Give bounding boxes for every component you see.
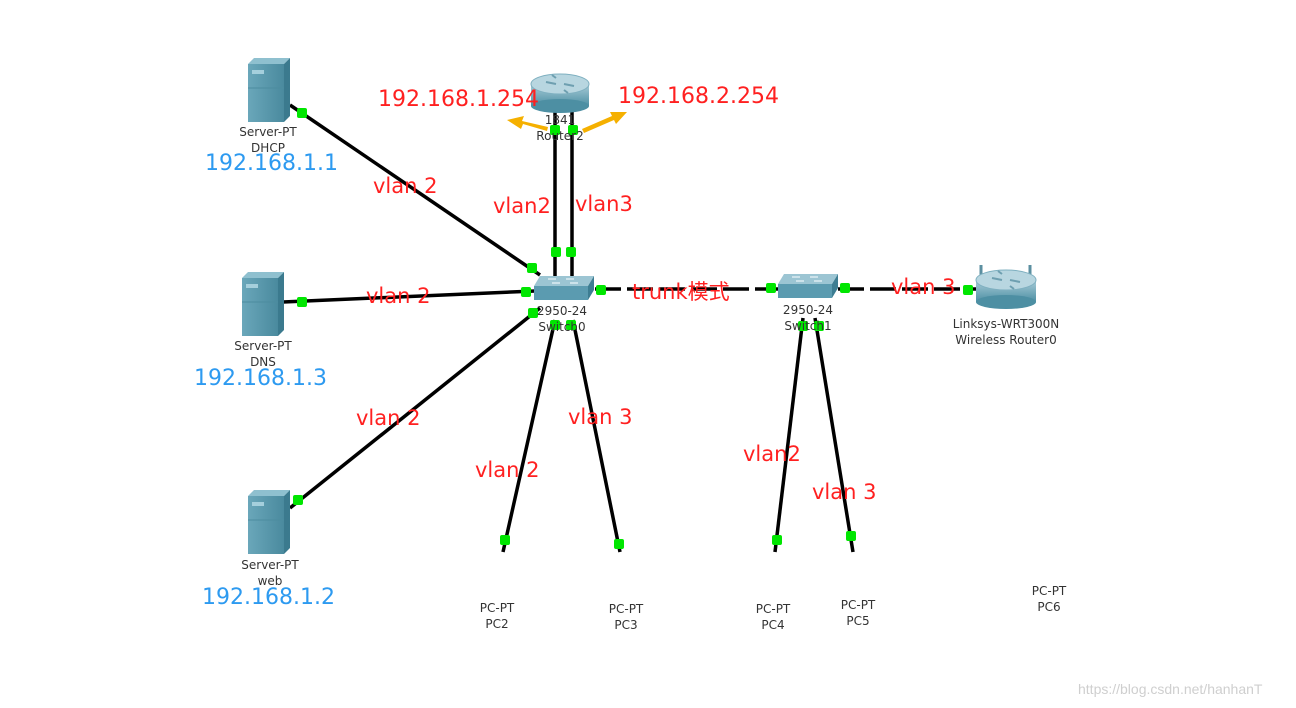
server-dhcp-label: Server-PT DHCP	[239, 124, 296, 156]
port-indicator	[814, 321, 824, 331]
router2-label: 1841 Router2	[536, 112, 583, 144]
port-indicator	[566, 320, 576, 330]
switch1-label: 2950-24 Switch1	[783, 302, 833, 334]
switch1-icon[interactable]	[778, 274, 838, 298]
switch0-label: 2950-24 Switch0	[537, 303, 587, 335]
server-web-name: web	[257, 574, 283, 588]
web-ip: 192.168.1.2	[202, 585, 335, 610]
port-indicator	[766, 283, 776, 293]
switch0-model: 2950-24	[536, 304, 588, 318]
vlan-label-pc4: vlan2	[743, 442, 801, 466]
router-icon[interactable]	[530, 73, 590, 113]
switch1-model: 2950-24	[782, 303, 834, 317]
pc4-name: PC4	[761, 618, 785, 632]
wireless-router0-model: Linksys-WRT300N	[952, 317, 1060, 331]
router-right-ip: 192.168.2.254	[618, 84, 779, 109]
pc4-model: PC-PT	[755, 602, 791, 616]
pc6-model: PC-PT	[1031, 584, 1067, 598]
pc3-label: PC-PT PC3	[609, 601, 644, 633]
links	[282, 103, 978, 553]
wireless-router0-label: Linksys-WRT300N Wireless Router0	[953, 316, 1060, 348]
link-dhcp-switch0[interactable]	[289, 103, 541, 277]
ip-arrows	[507, 112, 627, 133]
server-web-label: Server-PT web	[241, 557, 298, 589]
pc5-model: PC-PT	[840, 598, 876, 612]
dns-ip: 192.168.1.3	[194, 366, 327, 391]
port-indicator	[963, 285, 973, 295]
vlan-label-router-a: vlan2	[493, 194, 551, 218]
wireless-router-icon[interactable]	[975, 265, 1037, 309]
vlan-label-dhcp: vlan 2	[373, 174, 438, 198]
dhcp-ip: 192.168.1.1	[205, 151, 338, 176]
router2-model: 1841	[544, 113, 576, 127]
router-left-ip: 192.168.1.254	[378, 87, 539, 112]
arrow-right-icon	[582, 112, 627, 133]
pc3-model: PC-PT	[608, 602, 644, 616]
port-indicator	[527, 263, 537, 273]
ports: (function(){ const g = document.currentS…	[293, 108, 973, 549]
server-web-icon[interactable]	[248, 490, 290, 554]
pc2-model: PC-PT	[479, 601, 515, 615]
pc2-name: PC2	[485, 617, 509, 631]
port-indicator	[846, 531, 856, 541]
switch0-icon[interactable]	[534, 276, 594, 300]
pc3-name: PC3	[614, 618, 638, 632]
port-indicator	[551, 247, 561, 257]
vlan-label-wireless: vlan 3	[891, 275, 956, 299]
server-dhcp-name: DHCP	[251, 141, 285, 155]
arrow-left-icon	[507, 116, 548, 131]
watermark: https://blog.csdn.net/hanhanT	[1078, 681, 1263, 697]
port-indicator	[568, 125, 578, 135]
port-indicator	[297, 108, 307, 118]
link-switch1-pc5[interactable]	[813, 317, 855, 553]
router2-name: Router2	[536, 129, 584, 143]
pc6-label: PC-PT PC6	[1032, 583, 1067, 615]
link-switch0-pc3[interactable]	[571, 319, 622, 553]
port-indicator	[521, 287, 531, 297]
server-web-model: Server-PT	[241, 558, 299, 572]
link-switch0-pc2[interactable]	[501, 319, 557, 553]
vlan-label-pc2: vlan 2	[475, 458, 540, 482]
server-dhcp-icon[interactable]	[248, 58, 290, 122]
port-indicator	[596, 285, 606, 295]
vlan-label-pc5: vlan 3	[812, 480, 877, 504]
port-indicator	[772, 535, 782, 545]
server-dhcp-model: Server-PT	[239, 125, 297, 139]
vlan-label-dns: vlan 2	[366, 284, 431, 308]
link-dns-switch0[interactable]	[282, 289, 536, 304]
vlan-label-pc3: vlan 3	[568, 405, 633, 429]
pc5-name: PC5	[846, 614, 870, 628]
link-web-switch0[interactable]	[288, 306, 542, 510]
port-indicator	[798, 321, 808, 331]
vlan-label-router-b: vlan3	[575, 192, 633, 216]
server-dns-label: Server-PT DNS	[234, 338, 291, 370]
pc5-label: PC-PT PC5	[841, 597, 876, 629]
port-indicator	[550, 125, 560, 135]
wireless-router0-name: Wireless Router0	[955, 333, 1057, 347]
port-indicator	[566, 247, 576, 257]
port-indicator	[528, 308, 538, 318]
port-indicator	[840, 283, 850, 293]
server-dns-model: Server-PT	[234, 339, 292, 353]
pc4-label: PC-PT PC4	[756, 601, 791, 633]
port-indicator	[614, 539, 624, 549]
server-dns-icon[interactable]	[242, 272, 284, 336]
pc6-name: PC6	[1037, 600, 1061, 614]
switch0-name: Switch0	[538, 320, 586, 334]
server-dns-name: DNS	[250, 355, 276, 369]
port-indicator	[297, 297, 307, 307]
link-switch1-pc4[interactable]	[773, 317, 805, 553]
port-indicator	[550, 320, 560, 330]
vlan-label-web: vlan 2	[356, 406, 421, 430]
pc2-label: PC-PT PC2	[480, 600, 515, 632]
port-indicator	[293, 495, 303, 505]
port-indicator	[500, 535, 510, 545]
trunk-label: trunk模式	[632, 280, 730, 304]
switch1-name: Switch1	[784, 319, 832, 333]
